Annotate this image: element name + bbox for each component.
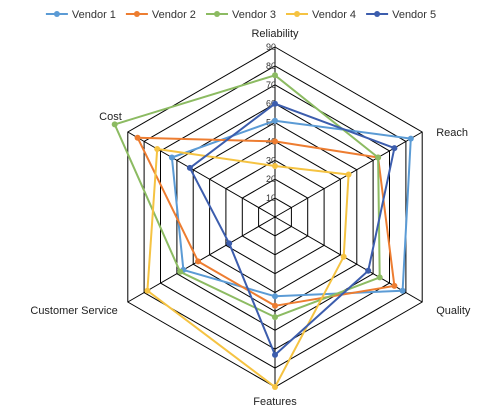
legend-label: Vendor 5 [392, 9, 436, 21]
tick-label: 90 [266, 42, 276, 52]
legend-item[interactable]: Vendor 1 [45, 9, 116, 21]
data-point [272, 293, 278, 300]
legend-dot-marker [53, 11, 60, 17]
data-point [186, 164, 193, 171]
data-point [272, 163, 278, 169]
data-point [272, 72, 278, 79]
data-point [154, 146, 161, 152]
data-point [407, 135, 414, 142]
tick-label: 30 [266, 155, 276, 165]
legend-dot-marker [133, 11, 140, 17]
data-point [272, 138, 278, 145]
data-point [272, 100, 278, 107]
data-point [226, 240, 233, 247]
data-point [340, 253, 347, 260]
axis-label-customer-service: Customer Service [30, 305, 117, 317]
axis-spoke [127, 131, 276, 218]
data-point [177, 268, 184, 275]
data-point [195, 258, 202, 265]
legend-item[interactable]: Vendor 5 [366, 9, 436, 21]
axis-spoke [127, 216, 276, 303]
data-point [144, 287, 151, 294]
data-point [272, 314, 278, 321]
axis-label-features: Features [253, 396, 297, 408]
legend-item[interactable]: Vendor 2 [125, 9, 196, 21]
data-point [375, 154, 382, 161]
legend-label: Vendor 3 [232, 9, 276, 21]
data-point [345, 171, 352, 178]
data-point [272, 351, 278, 358]
axis-label-cost: Cost [99, 111, 122, 123]
tick-label: 70 [266, 80, 276, 90]
tick-label: 80 [266, 61, 276, 71]
legend-item[interactable]: Vendor 3 [206, 9, 276, 21]
series-vendor-5 [186, 100, 398, 358]
tick-label: 20 [266, 174, 276, 184]
legend-dot-marker [374, 11, 381, 17]
axis-label-reach: Reach [436, 127, 468, 139]
data-point [134, 134, 141, 141]
series-vendor-1 [168, 117, 414, 300]
legend-item[interactable]: Vendor 4 [286, 9, 356, 21]
data-point [272, 117, 278, 124]
legend-label: Vendor 2 [152, 9, 196, 21]
legend-dot-marker [214, 11, 220, 17]
data-point [391, 282, 398, 289]
legend: Vendor 1 Vendor 2 Vendor 3 Vendor 4 Vendor 5 [45, 9, 436, 21]
data-point [168, 154, 175, 161]
legend-label: Vendor 4 [312, 9, 356, 21]
series-vendor-3 [111, 72, 383, 321]
tick-label: 60 [266, 99, 276, 109]
data-point [111, 121, 118, 128]
series-layer [111, 72, 414, 390]
data-point [272, 302, 278, 309]
data-point [272, 384, 278, 390]
data-point [391, 145, 398, 152]
axis-label-quality: Quality [436, 305, 471, 317]
legend-label: Vendor 1 [72, 9, 116, 21]
data-point [365, 267, 372, 274]
data-point [376, 274, 383, 281]
series-vendor-4 [144, 146, 352, 390]
legend-dot-marker [294, 11, 300, 17]
data-point [399, 287, 406, 294]
axis-label-reliability: Reliability [251, 28, 299, 40]
axis-spoke [274, 216, 423, 303]
tick-label: 10 [266, 193, 276, 203]
